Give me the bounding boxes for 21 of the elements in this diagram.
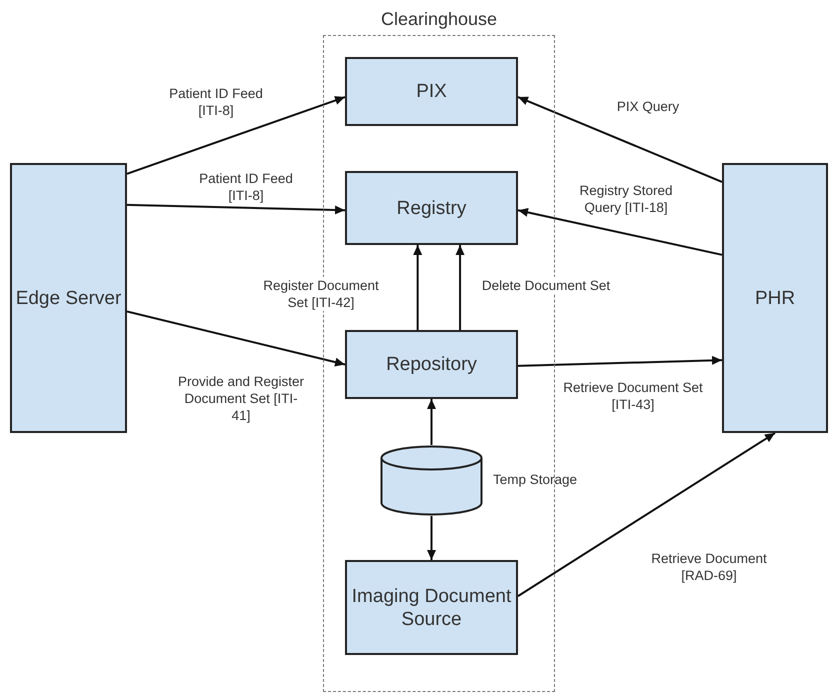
- process-box: Registry: [345, 171, 518, 245]
- process-box: PIX: [345, 57, 518, 126]
- arrow: [518, 356, 722, 367]
- arrow: [427, 399, 436, 445]
- arrow: [413, 245, 422, 330]
- arrow: [517, 432, 776, 597]
- system-box: PHR: [722, 163, 828, 433]
- group-title: Clearinghouse: [380, 8, 498, 30]
- arrow: [427, 516, 436, 560]
- node-caption: Temp Storage: [493, 472, 578, 486]
- process-box: Repository: [345, 330, 518, 399]
- storage-cylinder: [380, 445, 483, 516]
- arrow: [126, 310, 346, 366]
- arrow: [126, 96, 346, 175]
- process-box: Imaging Document Source: [345, 560, 518, 655]
- arrow: [126, 204, 346, 214]
- edge-label: Retrieve Document Set [ITI-43]: [562, 379, 704, 413]
- system-box: Edge Server: [10, 163, 127, 433]
- arrow: [518, 96, 722, 183]
- arrow: [518, 208, 722, 256]
- arrow: [456, 245, 465, 330]
